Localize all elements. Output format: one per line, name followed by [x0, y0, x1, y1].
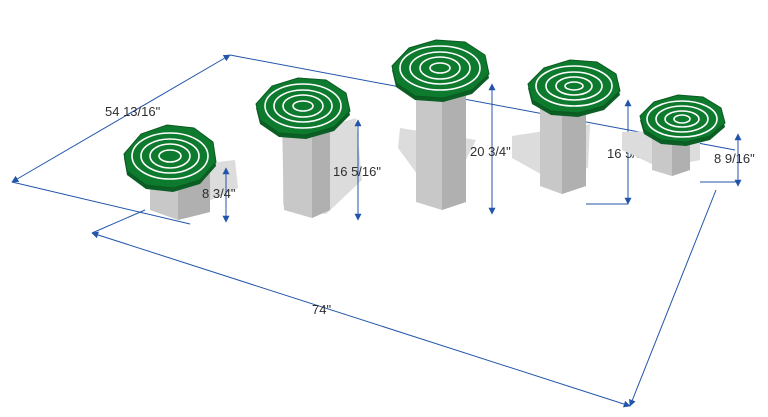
post-1-top — [123, 124, 217, 189]
post-5-rings — [646, 100, 718, 138]
width-dimension-line — [11, 54, 231, 183]
post-2-height-label: 16 5/16" — [333, 164, 381, 179]
post-3-rings — [399, 45, 481, 91]
post-2-top — [255, 77, 351, 136]
post-4-side — [562, 100, 586, 194]
post-3 — [391, 39, 490, 210]
length-dimension-line — [91, 231, 631, 408]
width-label: 54 13/16" — [105, 104, 161, 119]
left-extension-line — [11, 181, 191, 225]
post-2 — [255, 77, 362, 218]
post-4-rings — [535, 65, 613, 107]
post-1-rings — [131, 132, 209, 180]
post-4-top — [527, 59, 621, 114]
post-2-side — [312, 118, 330, 218]
post-4 — [512, 59, 621, 194]
post-2-rings — [264, 83, 342, 129]
post-3-top — [391, 39, 490, 99]
post-5-height-label: 8 9/16" — [714, 151, 755, 166]
post-5-top — [639, 94, 726, 143]
post-3-side — [442, 82, 466, 210]
front-extension-line — [91, 209, 146, 234]
post-1 — [123, 124, 238, 220]
post-3-height-label: 20 3/4" — [470, 144, 511, 159]
length-label: 74" — [312, 302, 331, 317]
post-1-height-label: 8 3/4" — [202, 186, 236, 201]
post-5 — [622, 94, 726, 176]
right-edge-line — [629, 189, 717, 407]
